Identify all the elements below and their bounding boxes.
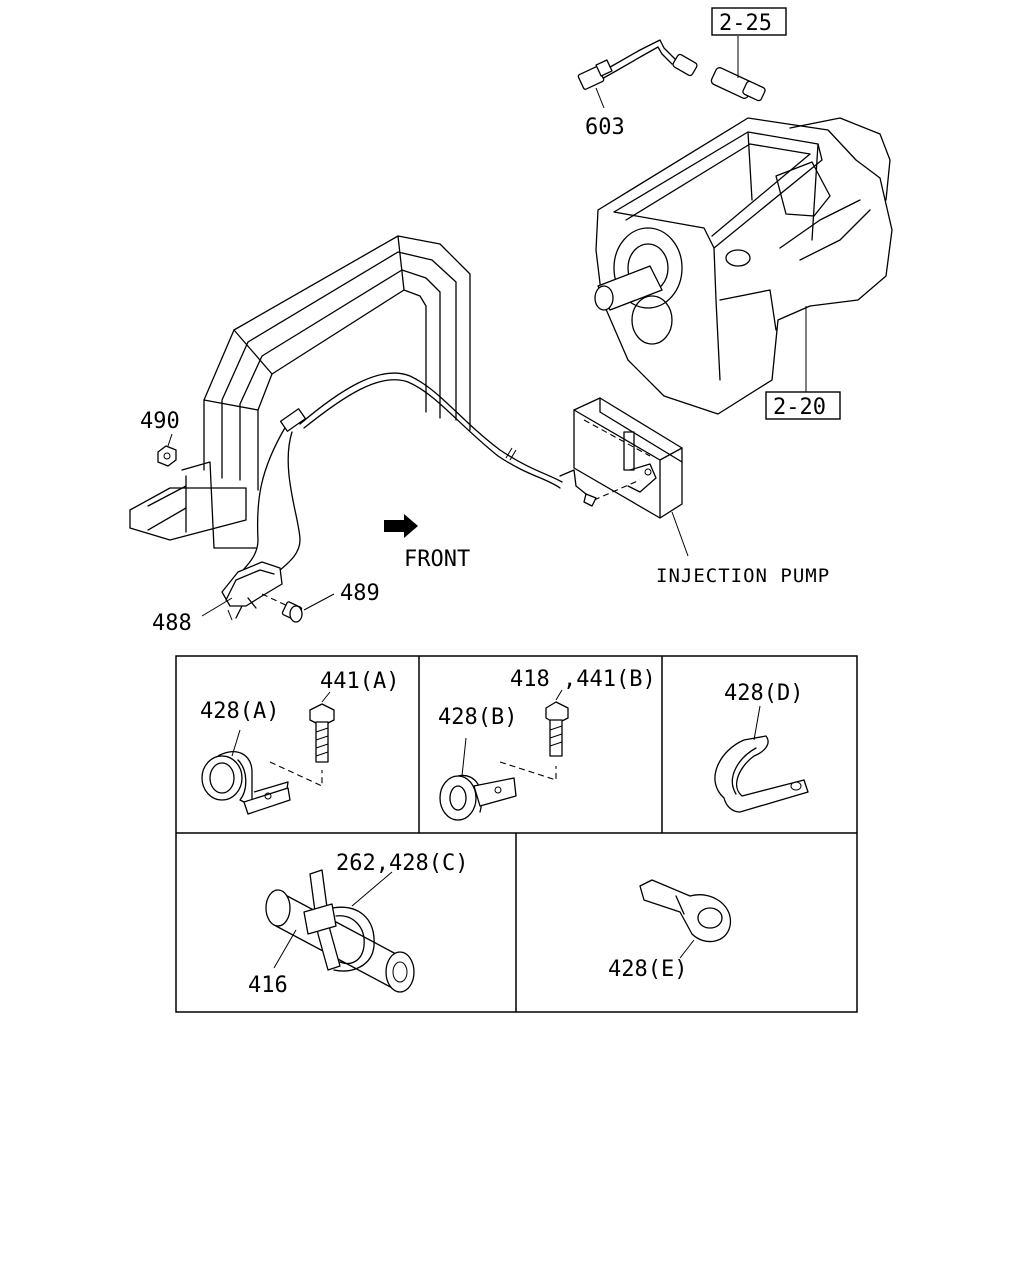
pedal-assembly-488 <box>201 561 293 621</box>
sensor-harness-603 <box>577 39 698 109</box>
panel-a-clamp-label: 428(A) <box>200 699 279 724</box>
front-arrow-icon <box>384 514 418 538</box>
panel-c-clamp-262-428c <box>303 869 393 972</box>
panel-b-clamp-428b <box>439 737 517 821</box>
transmission-housing <box>594 117 893 415</box>
panel-d-clamp-label: 428(D) <box>724 681 803 706</box>
ref-2-20-box <box>765 391 841 420</box>
ref-2-25-label: 2-25 <box>719 11 772 36</box>
panel-c-pipe-416 <box>265 889 415 993</box>
panel-a-bolt-441a <box>269 691 335 787</box>
panel-c-pipe-label: 416 <box>248 973 288 998</box>
panel-a-bolt-label: 441(A) <box>320 669 399 694</box>
nut-490 <box>157 433 177 467</box>
frame-bracket <box>129 235 471 549</box>
detail-table <box>175 655 858 1013</box>
panel-c-clamp-label: 262,428(C) <box>336 851 468 876</box>
panel-d-clamp-428d <box>714 705 809 813</box>
accelerator-cable <box>235 372 587 581</box>
part-489-label: 489 <box>340 581 380 606</box>
panel-b-bolt-label: 418 ,441(B) <box>510 667 656 692</box>
ref-2-20-label: 2-20 <box>773 395 826 420</box>
front-label: FRONT <box>404 547 470 572</box>
panel-e-clamp-label: 428(E) <box>608 957 687 982</box>
panel-a-clamp-428a <box>201 729 291 815</box>
part-488-label: 488 <box>152 611 192 636</box>
part-490-label: 490 <box>140 409 180 434</box>
injection-pump-box <box>573 397 689 557</box>
speed-sensor-part <box>710 36 766 102</box>
panel-b-clamp-label: 428(B) <box>438 705 517 730</box>
ref-2-25-box <box>711 7 787 36</box>
bolt-489 <box>281 593 335 623</box>
panel-b-bolt-418-441b <box>499 689 569 781</box>
injection-pump-label: INJECTION PUMP <box>656 565 830 587</box>
panel-e-clamp-428e <box>639 879 732 959</box>
part-603-label: 603 <box>585 115 625 140</box>
